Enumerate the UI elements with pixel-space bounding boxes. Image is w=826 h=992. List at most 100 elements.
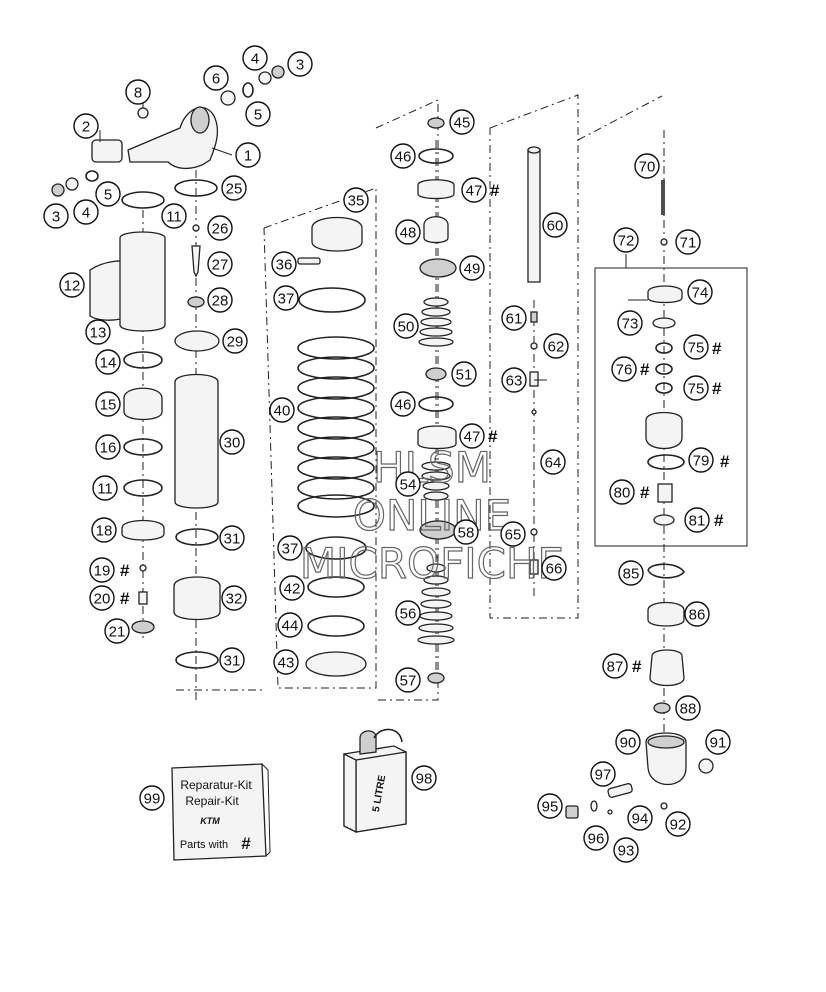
callout-circle (269, 397, 295, 423)
callout-circle (271, 251, 297, 277)
callout-circle (453, 519, 479, 545)
callout-circle (85, 319, 111, 345)
cap-18 (121, 519, 165, 541)
callout-number: 98 (416, 771, 433, 788)
screw-91 (698, 758, 714, 774)
callout-95: 95 (537, 793, 563, 819)
eye-bore (190, 106, 210, 134)
callout-circle (590, 761, 616, 787)
callout-number: 11 (166, 209, 182, 226)
repair-kit-brand: KTM (200, 816, 220, 826)
callout-circle (459, 423, 485, 449)
ring-79 (647, 454, 685, 470)
callout-circle (139, 785, 165, 811)
callout-37a: 37 (273, 285, 299, 311)
callout-66: 66 (541, 555, 567, 581)
callout-number: 37 (282, 541, 299, 558)
spring-seat-37-lower (305, 536, 367, 560)
bumper-87 (649, 649, 685, 687)
callout-number: 60 (547, 218, 564, 235)
callout-75b: 75 (683, 375, 709, 401)
ring-42 (307, 576, 365, 598)
watermark-line-3: MICROFICHE (300, 539, 564, 588)
callout-35: 35 (343, 187, 369, 213)
callout-47b: 47 (459, 423, 485, 449)
callout-49: 49 (459, 255, 485, 281)
screw-8 (137, 107, 149, 119)
callout-number: 28 (212, 293, 229, 310)
callout-number: 2 (82, 119, 90, 136)
hash-mark-76: # (640, 360, 650, 379)
callout-circle (91, 517, 117, 543)
valve-19 (139, 564, 147, 572)
callout-1: 1 (235, 142, 261, 168)
oring-11-upper (121, 191, 165, 209)
callout-25: 25 (221, 175, 247, 201)
leader-lines (99, 103, 648, 381)
seal-48 (423, 216, 449, 244)
parts-drawing (51, 65, 714, 819)
callout-19: 19 (89, 557, 115, 583)
screw-66 (529, 559, 539, 575)
callout-98: 98 (411, 765, 437, 791)
callout-circle (411, 765, 437, 791)
callout-circle (245, 101, 271, 127)
callout-circle (611, 356, 637, 382)
callout-54: 54 (395, 471, 421, 497)
callout-number: 25 (226, 181, 243, 198)
callout-85: 85 (618, 560, 644, 586)
callout-circle (207, 251, 233, 277)
callout-circle (95, 434, 121, 460)
callout-number: 66 (546, 561, 563, 578)
callout-circle (279, 575, 305, 601)
callout-51: 51 (451, 361, 477, 387)
callout-circle (59, 272, 85, 298)
callout-11a: 11 (161, 203, 187, 229)
spring-40 (297, 336, 375, 518)
callout-99: 99 (139, 785, 165, 811)
nut-28 (187, 296, 205, 308)
callout-number: 99 (144, 791, 161, 808)
callout-circle (617, 310, 643, 336)
callout-number: 32 (226, 591, 243, 608)
cap-86 (647, 601, 685, 627)
oil-can-spout (359, 730, 377, 755)
callout-74: 74 (687, 279, 713, 305)
bushing-47-upper (417, 179, 455, 200)
watermark-line-2: ONLINE (353, 491, 511, 540)
callout-number: 30 (224, 435, 241, 452)
cap-15 (123, 387, 163, 421)
callout-31a: 31 (219, 525, 245, 551)
callout-42: 42 (279, 575, 305, 601)
callout-number: 20 (94, 591, 111, 608)
oring-75-lower (655, 382, 673, 394)
nut-45 (427, 117, 445, 129)
callout-number: 92 (670, 817, 687, 834)
callout-number: 43 (278, 655, 295, 672)
callout-circle (390, 391, 416, 417)
callout-27: 27 (207, 251, 233, 277)
outline-spring-group (263, 187, 377, 689)
callout-number: 97 (595, 767, 612, 784)
callout-number: 44 (282, 618, 299, 635)
callout-5a: 5 (245, 101, 271, 127)
cap-21 (131, 620, 155, 634)
callout-81: 81 (684, 507, 710, 533)
callout-number: 21 (109, 624, 126, 641)
callout-number: 47 (464, 429, 481, 446)
callout-circle (104, 618, 130, 644)
callout-number: 76 (616, 362, 633, 379)
callout-37b: 37 (277, 535, 303, 561)
callout-circle (449, 109, 475, 135)
callout-circle (634, 153, 660, 179)
callout-number: 51 (456, 367, 473, 384)
nut-3-lower (51, 183, 65, 197)
callout-36: 36 (271, 251, 297, 277)
callout-number: 15 (100, 397, 117, 414)
seal-5-lower (85, 170, 99, 182)
callout-90: 90 (615, 729, 641, 755)
callout-number: 93 (618, 843, 635, 860)
callout-circle (393, 313, 419, 339)
callout-number: 29 (227, 334, 244, 351)
subassembly-box (594, 267, 748, 547)
